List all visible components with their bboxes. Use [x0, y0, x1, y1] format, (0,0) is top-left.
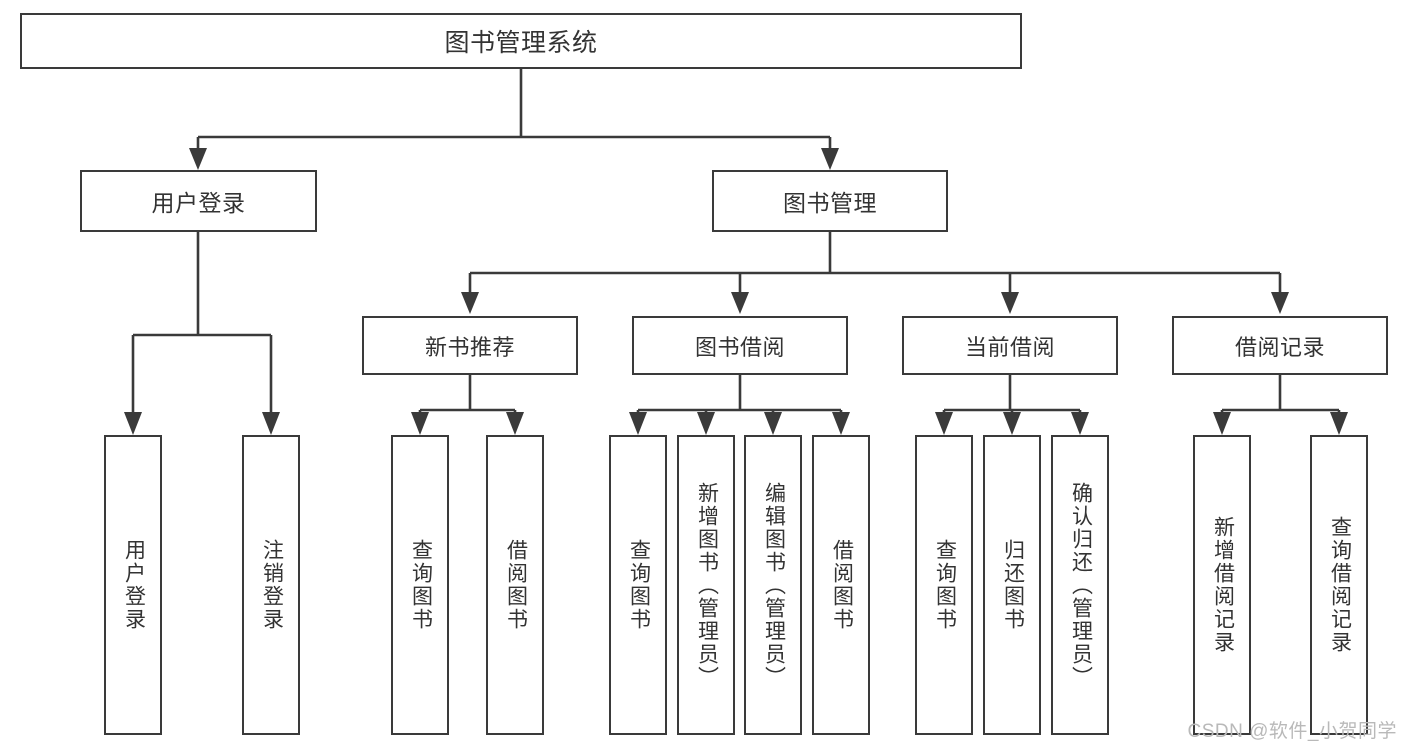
leaf-label: 查询图书	[409, 539, 433, 631]
leaf-label: 查询借阅记录	[1328, 516, 1352, 654]
node-root-label: 图书管理系统	[444, 29, 598, 57]
leaf-label: 借阅图书	[830, 539, 854, 631]
leaf-label: 注销登录	[260, 539, 284, 631]
node-book-management[interactable]: 图书管理	[712, 170, 948, 232]
leaf-borrow-record-query[interactable]: 查询借阅记录	[1310, 435, 1368, 735]
leaf-label: 新增借阅记录	[1211, 516, 1235, 654]
node-user-login-label: 用户登录	[151, 190, 246, 216]
node-root[interactable]: 图书管理系统	[20, 13, 1022, 69]
leaf-label: 确认归还（管理员）	[1069, 481, 1093, 689]
leaf-user-login-login[interactable]: 用户登录	[104, 435, 162, 735]
node-book-borrow[interactable]: 图书借阅	[632, 316, 848, 375]
node-borrow-record[interactable]: 借阅记录	[1172, 316, 1388, 375]
leaf-label: 归还图书	[1001, 539, 1025, 631]
node-new-book-recommend[interactable]: 新书推荐	[362, 316, 578, 375]
leaf-book-borrow-query[interactable]: 查询图书	[609, 435, 667, 735]
leaf-label: 编辑图书（管理员）	[762, 481, 786, 689]
leaf-label: 借阅图书	[504, 539, 528, 631]
leaf-label: 查询图书	[627, 539, 651, 631]
leaf-current-borrow-confirm-return[interactable]: 确认归还（管理员）	[1051, 435, 1109, 735]
leaf-current-borrow-query[interactable]: 查询图书	[915, 435, 973, 735]
node-book-management-label: 图书管理	[783, 190, 877, 216]
node-new-book-recommend-label: 新书推荐	[424, 334, 515, 360]
leaf-current-borrow-return[interactable]: 归还图书	[983, 435, 1041, 735]
leaf-book-borrow-add[interactable]: 新增图书（管理员）	[677, 435, 735, 735]
node-book-borrow-label: 图书借阅	[694, 334, 785, 360]
leaf-label: 用户登录	[122, 539, 146, 631]
leaf-label: 查询图书	[933, 539, 957, 631]
node-user-login[interactable]: 用户登录	[80, 170, 317, 232]
leaf-borrow-record-add[interactable]: 新增借阅记录	[1193, 435, 1251, 735]
watermark: CSDN @软件_小贺同学	[1187, 721, 1397, 742]
leaf-user-login-logout[interactable]: 注销登录	[242, 435, 300, 735]
node-current-borrow-label: 当前借阅	[964, 334, 1055, 360]
leaf-book-borrow-borrow[interactable]: 借阅图书	[812, 435, 870, 735]
node-current-borrow[interactable]: 当前借阅	[902, 316, 1118, 375]
leaf-new-book-query[interactable]: 查询图书	[391, 435, 449, 735]
node-borrow-record-label: 借阅记录	[1234, 334, 1325, 360]
leaf-label: 新增图书（管理员）	[695, 481, 719, 689]
leaf-book-borrow-edit[interactable]: 编辑图书（管理员）	[744, 435, 802, 735]
leaf-new-book-borrow[interactable]: 借阅图书	[486, 435, 544, 735]
